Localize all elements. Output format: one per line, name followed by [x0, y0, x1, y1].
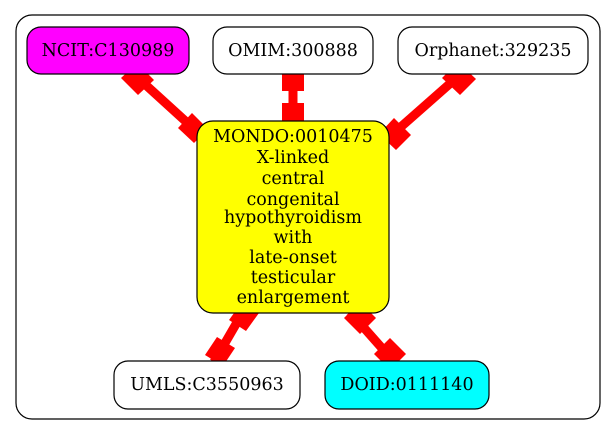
node-center-line-6: with	[274, 228, 313, 248]
node-center-line-9: enlargement	[237, 288, 350, 308]
node-umls-label: UMLS:C3550963	[130, 375, 284, 395]
node-orphanet-box	[397, 26, 589, 75]
node-doid[interactable]: DOID:0111140	[324, 360, 490, 410]
node-center[interactable]: MONDO:0010475 X-linked central congenita…	[196, 120, 390, 314]
node-orphanet-label: Orphanet:329235	[415, 41, 572, 61]
edge-orphanet-marker-bottom	[379, 118, 411, 150]
edge-orphanet	[379, 62, 476, 150]
node-ncit-label: NCIT:C130989	[42, 41, 175, 61]
node-ncit-box	[26, 26, 190, 75]
node-center-line-4: congenital	[246, 190, 340, 210]
node-center-line-3: central	[262, 169, 325, 189]
node-center-line-5: hypothyroidism	[224, 208, 362, 228]
node-umls-box	[113, 360, 301, 410]
node-umls[interactable]: UMLS:C3550963	[113, 360, 301, 410]
edge-umls-marker-bottom	[205, 337, 235, 366]
node-omim-box	[212, 26, 374, 75]
node-ncit[interactable]: NCIT:C130989	[26, 26, 190, 75]
node-center-line-1: MONDO:0010475	[213, 127, 373, 147]
node-center-line-8: testicular	[251, 268, 336, 288]
node-center-line-7: late-onset	[249, 248, 337, 268]
node-center-box	[196, 120, 390, 314]
node-center-line-2: X-linked	[257, 148, 329, 168]
node-doid-box	[324, 360, 490, 410]
edge-omim	[282, 69, 304, 127]
node-omim-label: OMIM:300888	[228, 41, 358, 61]
cluster-frame	[15, 14, 601, 420]
edge-ncit	[121, 63, 208, 143]
node-doid-label: DOID:0111140	[340, 375, 473, 395]
node-orphanet[interactable]: Orphanet:329235	[397, 26, 589, 75]
node-omim[interactable]: OMIM:300888	[212, 26, 374, 75]
